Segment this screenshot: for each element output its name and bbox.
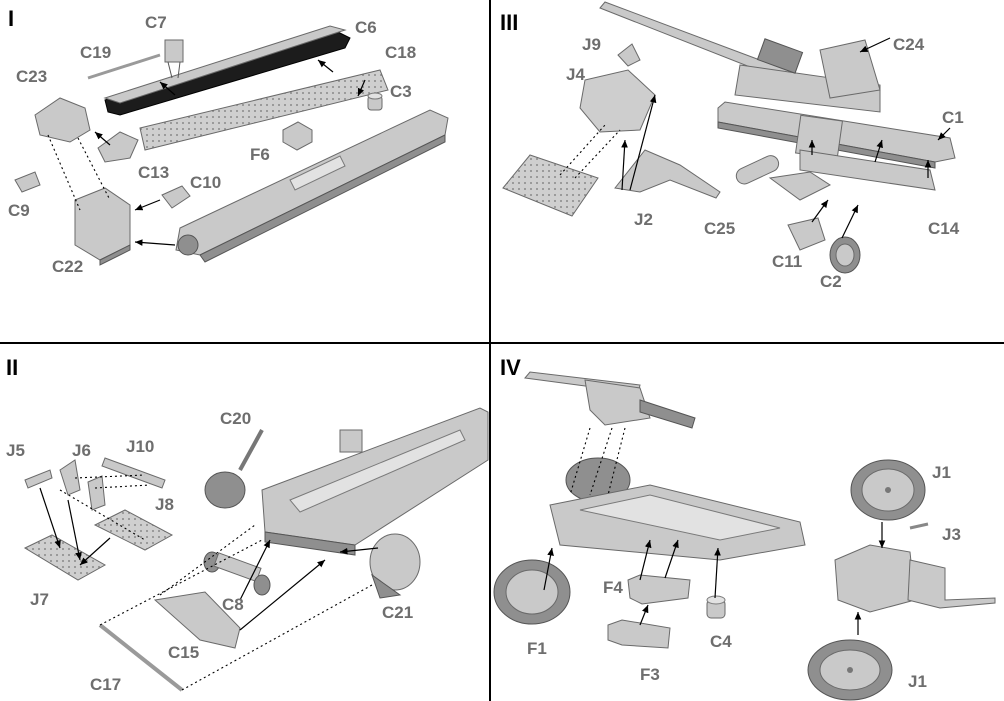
part-limber <box>834 522 996 613</box>
panel-4: IV J1 J3 F4 F1 C4 F3 J1 <box>493 355 996 701</box>
part-c10 <box>161 185 191 209</box>
label-j8: J8 <box>155 495 174 514</box>
label-c18: C18 <box>385 43 416 62</box>
label-f6: F6 <box>250 145 270 164</box>
part-c25 <box>735 155 832 201</box>
part-c11 <box>787 217 826 251</box>
part-c22 <box>74 187 131 266</box>
part-f4 <box>627 574 691 605</box>
part-j9 <box>617 43 641 67</box>
part-c14 <box>799 149 936 191</box>
part-j2 <box>614 149 721 199</box>
part-c18-plate <box>139 69 389 151</box>
label-c23: C23 <box>16 67 47 86</box>
part-j4-frame <box>579 69 656 133</box>
part-carriage <box>261 407 489 556</box>
label-f1: F1 <box>527 639 547 658</box>
panel-number-3: III <box>500 10 518 35</box>
label-f4: F4 <box>603 578 623 597</box>
panel-1: I C7 C6 C19 C18 C23 C3 F6 C13 C10 C9 C22 <box>8 6 449 276</box>
label-c1: C1 <box>942 108 964 127</box>
label-j10: J10 <box>126 437 154 456</box>
part-carriage-assembled <box>549 457 806 561</box>
part-j1-wheel-bottom <box>807 639 893 701</box>
label-j3: J3 <box>942 525 961 544</box>
label-c7: C7 <box>145 13 167 32</box>
part-c3-cylinder <box>367 92 383 111</box>
label-j6: J6 <box>72 441 91 460</box>
part-c20 <box>204 429 264 509</box>
part-c8 <box>203 551 271 596</box>
panel-2: II C20 J5 J6 J10 J8 J7 C8 C21 C15 C17 <box>6 355 489 694</box>
label-c4: C4 <box>710 632 732 651</box>
part-j6 <box>59 459 81 496</box>
label-j4: J4 <box>566 65 585 84</box>
label-j1-bottom: J1 <box>908 672 927 691</box>
label-j7: J7 <box>30 590 49 609</box>
label-c15: C15 <box>168 643 199 662</box>
part-c1-cradle <box>717 101 956 169</box>
label-c22: C22 <box>52 257 83 276</box>
label-c6: C6 <box>355 18 377 37</box>
part-f3 <box>607 619 671 649</box>
label-c3: C3 <box>390 82 412 101</box>
part-c9 <box>14 171 41 193</box>
part-j7-plate <box>23 534 107 581</box>
label-c20: C20 <box>220 409 251 428</box>
part-c13 <box>97 131 139 163</box>
part-c4-cylinder <box>706 595 726 619</box>
part-j8-plate <box>93 509 174 551</box>
label-c24: C24 <box>893 35 925 54</box>
part-f6-box <box>282 121 313 151</box>
part-c21 <box>369 533 421 599</box>
part-j5 <box>24 469 53 489</box>
label-c17: C17 <box>90 675 121 694</box>
part-gun-assembly <box>524 371 696 429</box>
panel-number-1: I <box>8 6 14 31</box>
label-c10: C10 <box>190 173 221 192</box>
part-c17-rod <box>98 623 184 692</box>
label-j1-top: J1 <box>932 463 951 482</box>
part-platform <box>502 154 599 217</box>
label-c2: C2 <box>820 272 842 291</box>
label-c13: C13 <box>138 163 169 182</box>
label-c25: C25 <box>704 219 735 238</box>
label-j5: J5 <box>6 441 25 460</box>
part-c7-bracket <box>164 39 184 79</box>
part-c15 <box>153 591 241 649</box>
part-main-trail <box>175 109 449 263</box>
panel-number-4: IV <box>500 355 521 380</box>
part-j10-rod <box>101 457 166 489</box>
label-c14: C14 <box>928 219 960 238</box>
part-barrel <box>599 1 881 113</box>
part-j1-wheel-top <box>850 459 926 521</box>
part-f1-wheel <box>493 559 571 625</box>
panel-3: III J9 C24 J4 C1 J2 C25 C14 C11 C2 <box>500 1 964 291</box>
label-c8: C8 <box>222 595 244 614</box>
part-c2-wheel <box>829 236 861 274</box>
label-c11: C11 <box>772 252 802 271</box>
label-j2: J2 <box>634 210 653 229</box>
panel-number-2: II <box>6 355 18 380</box>
part-c23 <box>34 97 91 143</box>
label-c19: C19 <box>80 43 111 62</box>
part-c19-rod <box>87 53 161 80</box>
label-j9: J9 <box>582 35 601 54</box>
label-f3: F3 <box>640 665 660 684</box>
label-c21: C21 <box>382 603 413 622</box>
label-c9: C9 <box>8 201 30 220</box>
